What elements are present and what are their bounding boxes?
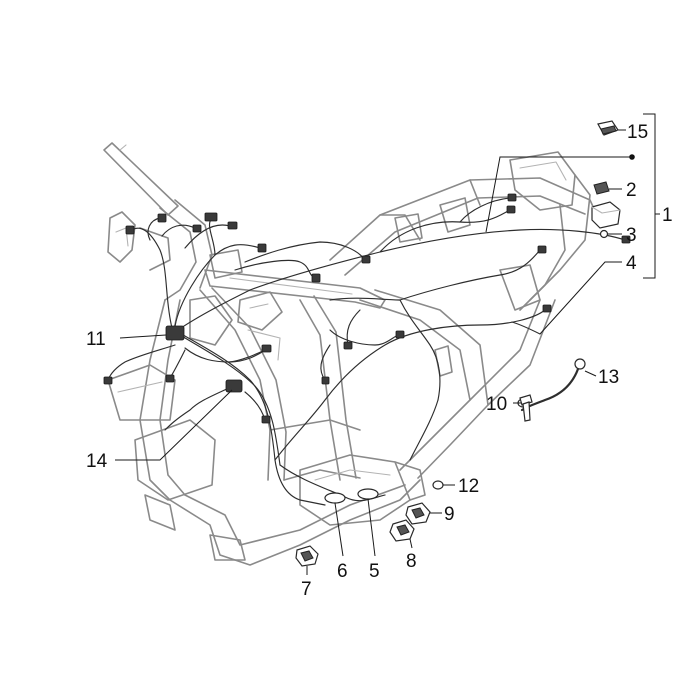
callout-6: 6 — [337, 561, 348, 582]
connector-block — [157, 213, 167, 223]
fuse-cap-part — [597, 120, 619, 136]
callout-13: 13 — [598, 367, 619, 388]
callout-14: 14 — [86, 451, 108, 472]
callout-5: 5 — [369, 561, 380, 582]
connector-block — [125, 225, 135, 235]
connector-block — [261, 415, 271, 424]
callout-labels: 15 2 1 3 4 11 13 10 14 12 9 8 6 5 7 — [86, 122, 673, 600]
fuse-box-part — [591, 201, 621, 229]
callout-9: 9 — [444, 504, 455, 525]
connector-block — [261, 344, 272, 353]
wire-end-part — [511, 321, 541, 335]
small-ring-part — [599, 229, 609, 239]
leader-lines — [115, 113, 660, 575]
group-bracket — [643, 113, 656, 279]
callout-7: 7 — [301, 579, 312, 600]
connector-block — [227, 221, 238, 230]
callout-11: 11 — [86, 329, 106, 350]
callout-2: 2 — [626, 180, 637, 201]
callout-15: 15 — [627, 122, 648, 143]
washer-part — [432, 480, 444, 490]
callout-10: 10 — [486, 394, 507, 415]
connector-block — [343, 341, 353, 350]
bolt-part — [519, 394, 533, 422]
connectors — [103, 193, 631, 424]
cable-tie-5 — [357, 488, 379, 500]
callout-12: 12 — [458, 476, 479, 497]
connector-block-11 — [165, 325, 185, 341]
connector-block — [103, 376, 113, 385]
scooter-frame — [103, 142, 601, 566]
clip-part-7 — [295, 545, 319, 567]
rubber-holder-8 — [389, 519, 415, 542]
connector-block — [165, 374, 175, 383]
cable-tie-6 — [324, 492, 346, 504]
fuse-part — [593, 181, 610, 195]
connector-block-14 — [225, 379, 243, 393]
connector-block — [506, 205, 516, 214]
callout-8: 8 — [406, 551, 417, 572]
connector-block — [257, 243, 267, 253]
wiring-harness — [107, 197, 626, 506]
connector-block — [395, 330, 405, 339]
connector-block — [361, 255, 371, 264]
callout-3: 3 — [626, 225, 637, 246]
connector-block — [537, 245, 547, 254]
connector-block — [542, 304, 552, 313]
connector-block — [507, 193, 517, 202]
connector-block — [621, 235, 631, 244]
connector-block — [192, 224, 202, 233]
callout-1: 1 — [662, 205, 673, 226]
rubber-holder-9 — [405, 502, 431, 525]
connector-block — [204, 212, 218, 222]
connector-block — [311, 273, 321, 283]
cable-ties — [324, 488, 379, 504]
connector-block — [321, 376, 330, 385]
callout-4: 4 — [626, 253, 637, 274]
